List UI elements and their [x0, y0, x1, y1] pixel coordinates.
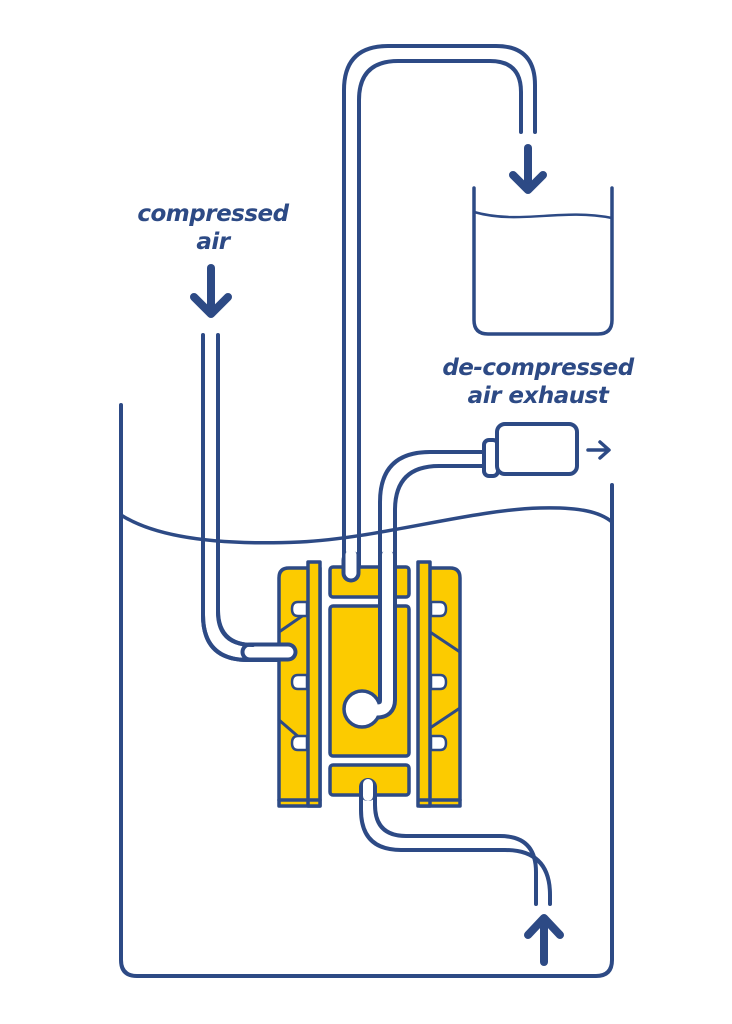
- exhaust-pipe-inner: [393, 464, 488, 714]
- discharge-arrow-icon: [509, 144, 547, 194]
- discharge-pipe-inner: [357, 59, 523, 567]
- suction-pipe-outer: [359, 785, 552, 906]
- compressed-air-arrow-icon: [190, 264, 232, 318]
- discharge-pipe-outer: [342, 44, 537, 567]
- reservoir-outline: [119, 403, 614, 978]
- pump-left-rail: [306, 560, 322, 808]
- exhaust-arrow-icon: [586, 440, 611, 460]
- destination-tank-liquid: [472, 210, 614, 220]
- destination-tank: [472, 186, 614, 336]
- exhaust-pipe-outer: [378, 450, 488, 714]
- air-inlet-pipe-outer: [201, 333, 290, 662]
- compressed-air-label-line2: air: [196, 229, 230, 255]
- suction-arrow-icon: [524, 914, 564, 966]
- exhaust-label-line1: de-compressed: [442, 355, 634, 381]
- pump-center-block: [328, 604, 411, 758]
- compressed-air-label: compressed air: [118, 200, 308, 256]
- exhaust-label: de-compressed air exhaust: [418, 354, 658, 410]
- left-bolts: [290, 600, 309, 752]
- compressed-air-label-line1: compressed: [137, 201, 289, 227]
- exhaust-label-line2: air exhaust: [467, 383, 609, 409]
- reservoir-liquid-surface: [119, 506, 614, 545]
- suction-pipe-inner: [373, 785, 538, 906]
- pump-right-rail: [416, 560, 432, 808]
- right-bolts: [429, 600, 448, 752]
- exhaust-muffler: [495, 422, 579, 476]
- pump-body: [277, 560, 462, 808]
